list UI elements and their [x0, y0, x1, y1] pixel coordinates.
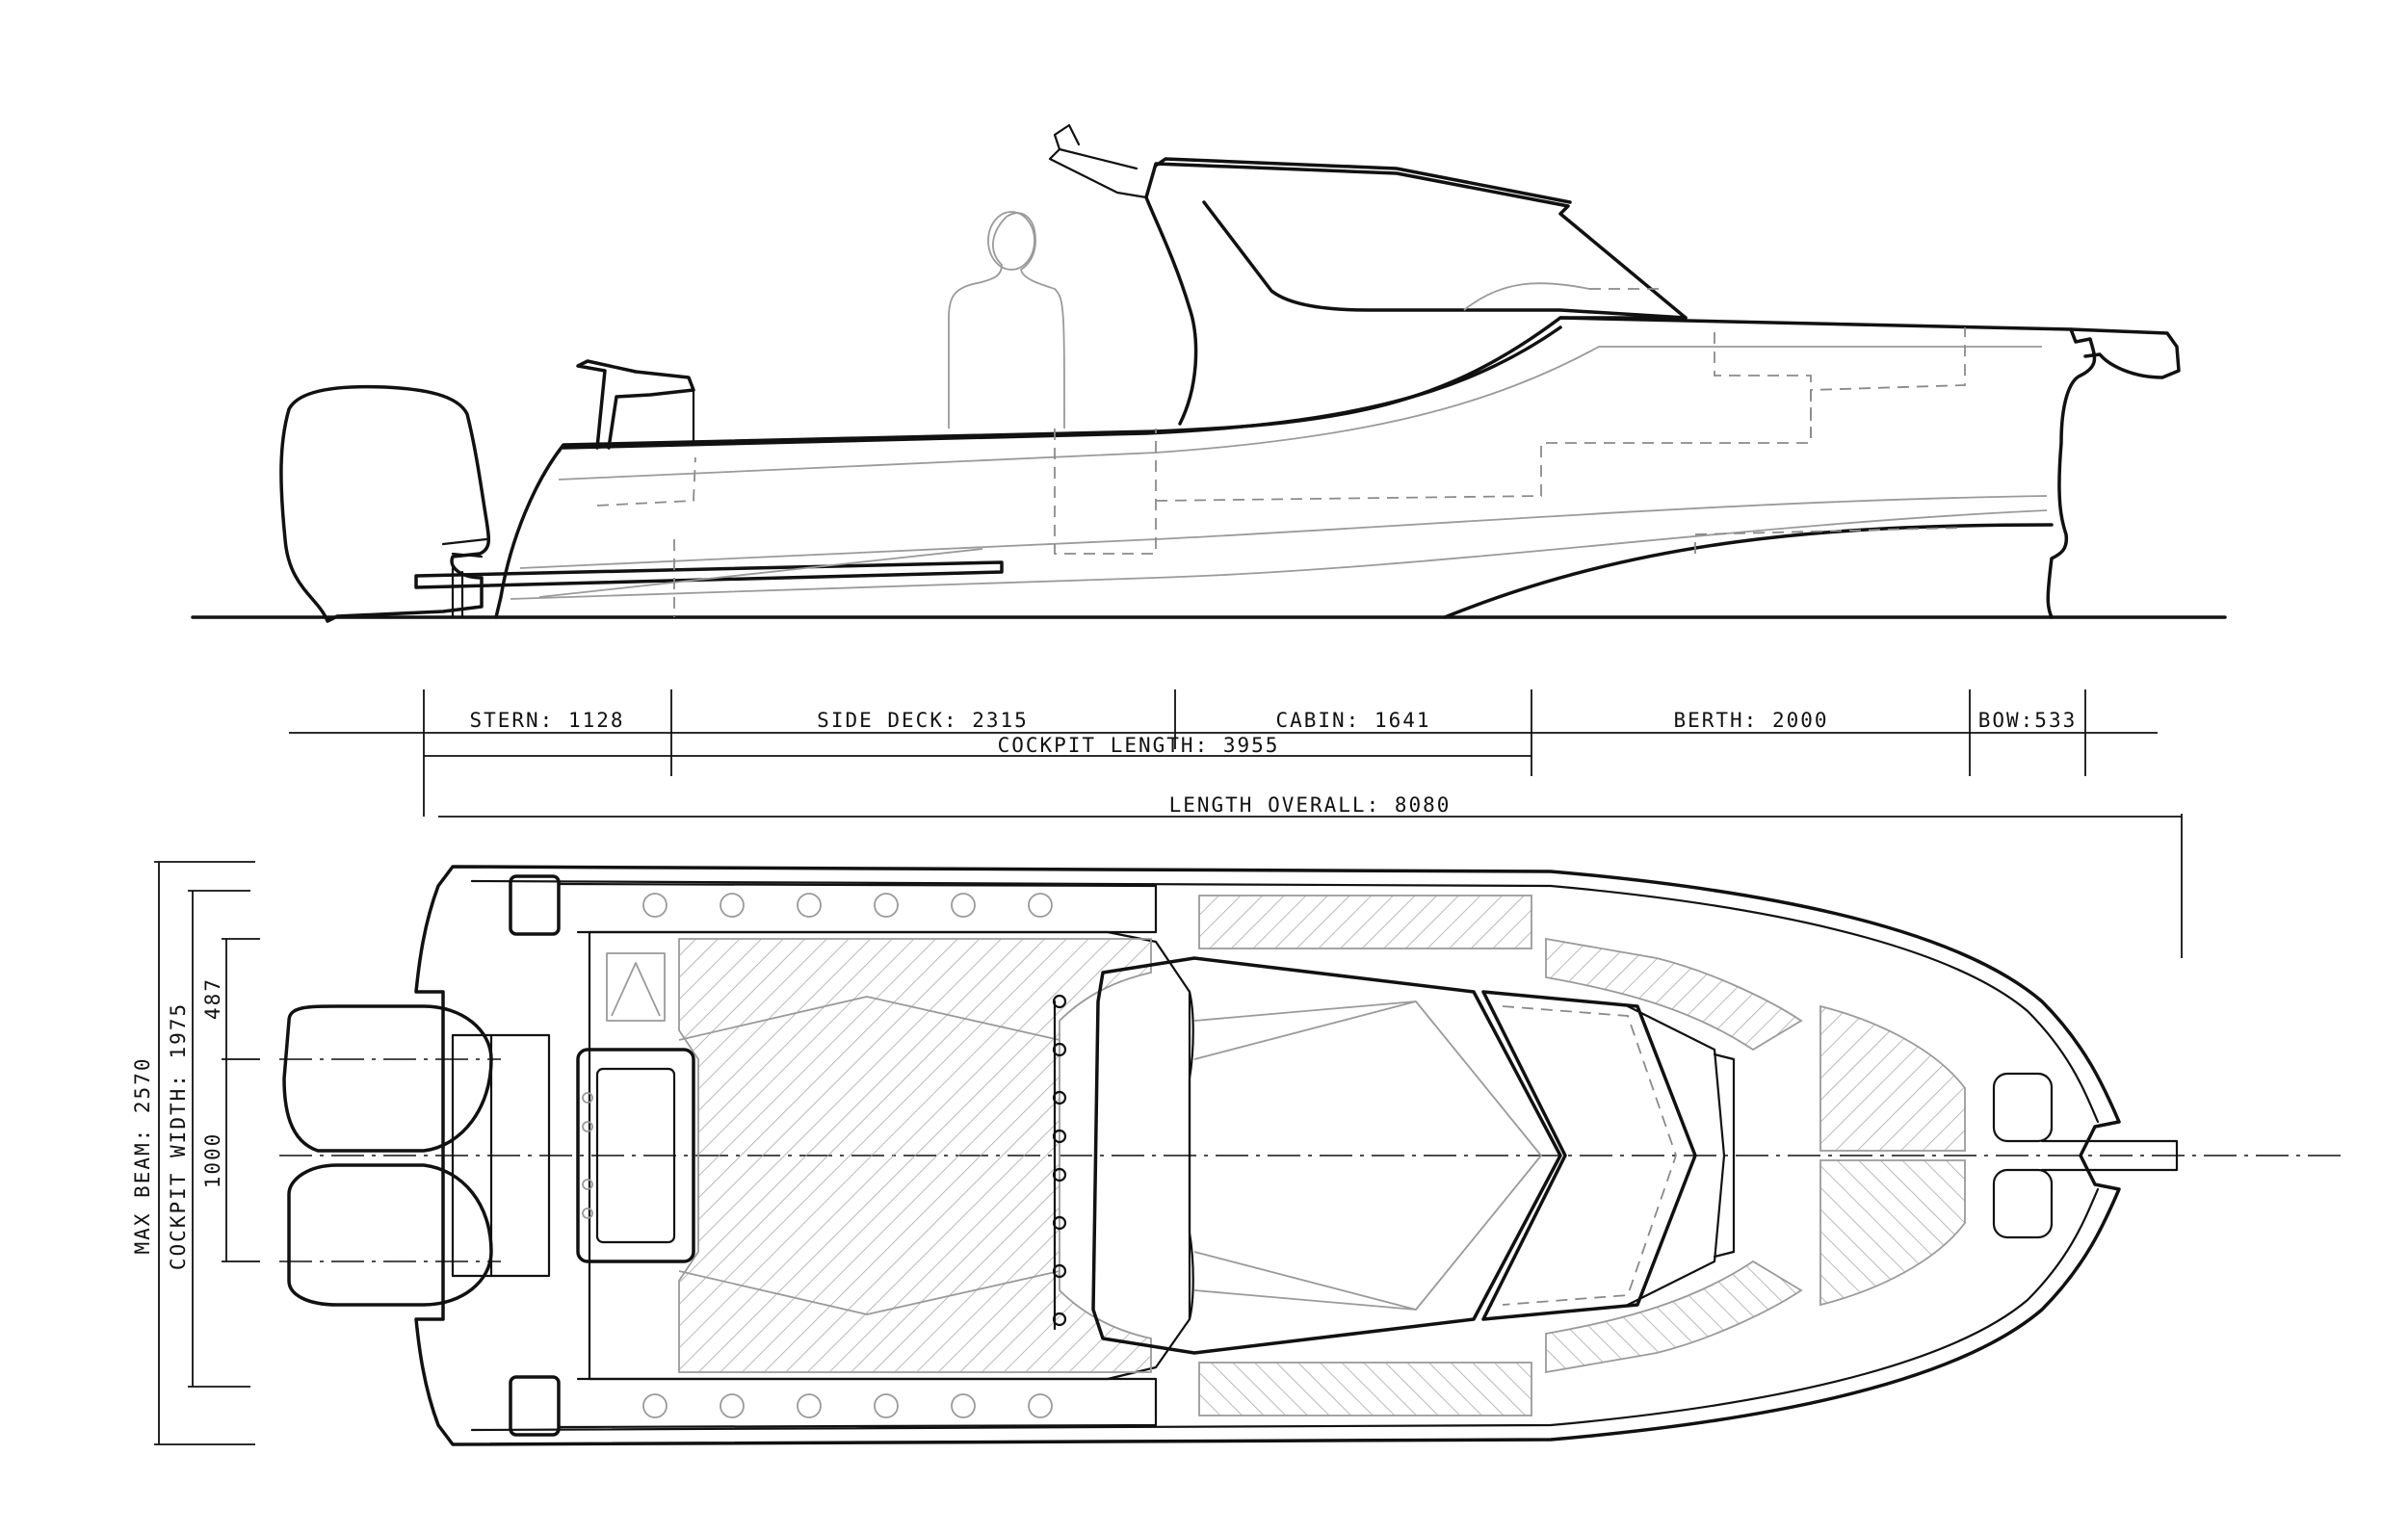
cockpit-length-label: COCKPIT LENGTH: 3955 — [998, 734, 1280, 757]
transom-box-top — [509, 874, 561, 936]
side-deck-bottom — [1198, 1362, 1532, 1416]
berth-length-label: BERTH: 2000 — [1673, 709, 1828, 732]
stern-length-label: STERN: 1128 — [469, 709, 624, 732]
swim-platform — [414, 560, 1004, 589]
side-deck-length-label: SIDE DECK: 2315 — [817, 709, 1029, 732]
cockpit-decking — [678, 938, 1152, 1373]
windscreen-plan — [1481, 990, 1697, 1321]
max-beam-label: MAX BEAM: 2570 — [131, 1056, 154, 1254]
outboard-motor-bottom — [287, 1163, 493, 1307]
cabin-top-plan — [1091, 956, 1562, 1355]
outboard-motor-top — [282, 1004, 493, 1153]
cabin-hardtop — [1144, 162, 1688, 426]
hull-plan-outline — [414, 865, 2121, 1446]
rail-stanchions — [1052, 994, 1067, 1331]
transom-seat — [576, 359, 695, 450]
bow-length-label: BOW:533 — [1978, 709, 2078, 732]
engine-spacing-label: 1000 — [201, 1132, 224, 1189]
engine-bracket — [451, 1033, 551, 1278]
hull-side — [494, 316, 2097, 619]
cabin-length-label: CABIN: 1641 — [1275, 709, 1430, 732]
transom-seat-plan — [576, 1048, 695, 1263]
side-profile-view — [191, 123, 2227, 623]
plan-view — [279, 865, 2341, 1446]
person-silhouette — [948, 212, 1065, 429]
engine-offset-label: 487 — [201, 977, 224, 1020]
dimension-lines: STERN: 1128 SIDE DECK: 2315 CABIN: 1641 … — [131, 689, 2183, 1445]
side-deck-top — [1198, 895, 1532, 949]
length-overall-label: LENGTH OVERALL: 8080 — [1169, 793, 1452, 817]
cockpit-width-label: COCKPIT WIDTH: 1975 — [167, 1002, 190, 1270]
transom-box-bottom — [509, 1375, 561, 1437]
outboard-motor-side — [279, 384, 491, 623]
